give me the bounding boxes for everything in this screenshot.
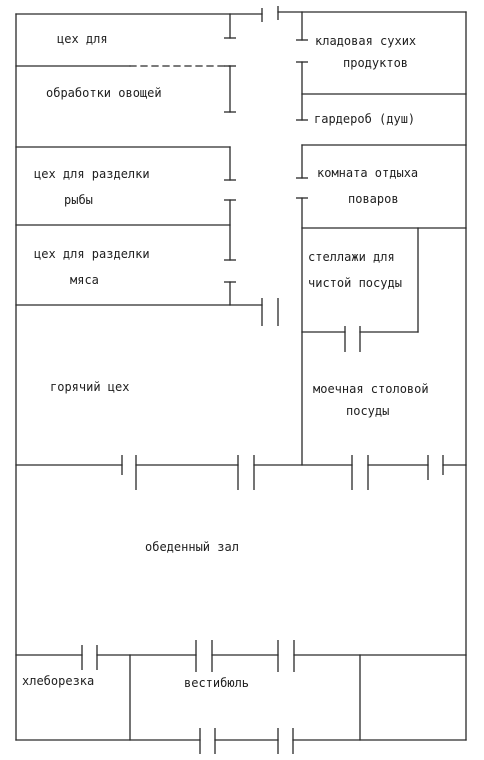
label-washing-1: моечная столовой xyxy=(313,382,429,396)
label-wardrobe: гардероб (душ) xyxy=(314,112,416,126)
label-rest-room-1: комната отдыха xyxy=(317,166,419,180)
walls xyxy=(15,11,467,741)
label-rest-room-2: поваров xyxy=(348,192,399,206)
label-shelves-2: чистой посуды xyxy=(308,276,402,290)
label-dining-hall: обеденный зал xyxy=(145,540,239,554)
label-fish-shop-1: цех для разделки xyxy=(34,167,150,181)
label-bread-cutting: хлеборезка xyxy=(22,674,95,688)
label-dry-storage-2: продуктов xyxy=(343,56,409,70)
label-shelves-1: стеллажи для xyxy=(308,250,395,264)
label-dry-storage-1: кладовая сухих xyxy=(315,34,417,48)
label-fish-shop-2: рыбы xyxy=(64,193,93,207)
label-veg-shop-2: обработки овощей xyxy=(46,86,162,100)
door-jambs xyxy=(81,6,444,754)
label-meat-shop-1: цех для разделки xyxy=(34,247,150,261)
label-veg-shop-1: цех для xyxy=(57,32,108,46)
label-washing-2: посуды xyxy=(346,404,390,418)
label-hot-shop: горячий цех xyxy=(50,380,130,394)
label-meat-shop-2: мяса xyxy=(70,273,99,287)
label-vestibule: вестибюль xyxy=(184,676,250,690)
